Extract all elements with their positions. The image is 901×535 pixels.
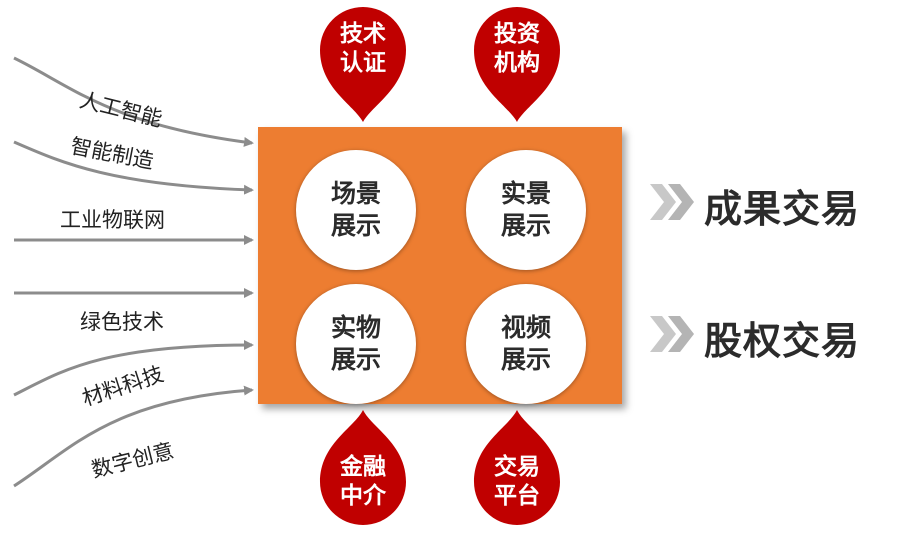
circle-line1: 视频: [500, 313, 551, 342]
drop-investment: [474, 7, 560, 122]
drop-line2: 平台: [494, 483, 540, 509]
drop-text-tech-cert: 技术 认证: [323, 20, 403, 78]
circle-live-display: 实景 展示: [466, 150, 586, 270]
drop-tech-cert: [320, 7, 406, 122]
circle-physical-display: 实物 展示: [296, 284, 416, 404]
double-chevron-icon: [650, 316, 694, 352]
drop-finance: [320, 410, 406, 525]
drop-line1: 投资: [494, 21, 540, 47]
drop-line2: 认证: [340, 50, 386, 76]
drop-line2: 机构: [494, 50, 540, 76]
circle-line2: 展示: [330, 345, 381, 374]
circle-scene-display: 场景 展示: [296, 150, 416, 270]
input-label-green-tech: 绿色技术: [80, 310, 164, 334]
drop-text-finance: 金融 中介: [323, 453, 403, 511]
circle-video-display: 视频 展示: [466, 284, 586, 404]
drop-text-investment: 投资 机构: [477, 20, 557, 78]
output-result-trading: 成果交易: [704, 187, 861, 231]
circle-line1: 实物: [330, 313, 381, 342]
double-chevron-icon: [650, 184, 694, 220]
circle-line2: 展示: [330, 211, 381, 240]
output-equity-trading: 股权交易: [704, 319, 861, 363]
arrow-smart-manufacturing: [13, 140, 254, 195]
drop-line1: 技术: [340, 21, 386, 47]
input-label-iiot: 工业物联网: [60, 208, 165, 232]
drop-text-trading-platform: 交易 平台: [477, 453, 557, 511]
arrow-materials: [13, 340, 254, 397]
arrow-digital-creative: [13, 385, 254, 488]
circle-line2: 展示: [500, 211, 551, 240]
drop-line1: 交易: [494, 454, 540, 480]
circle-line2: 展示: [500, 345, 551, 374]
drop-line2: 中介: [340, 483, 386, 509]
drop-trading-platform: [474, 410, 560, 525]
drop-line1: 金融: [340, 454, 386, 480]
circle-line1: 场景: [330, 179, 381, 208]
circle-line1: 实景: [500, 179, 551, 208]
arrow-ai: [13, 56, 254, 147]
